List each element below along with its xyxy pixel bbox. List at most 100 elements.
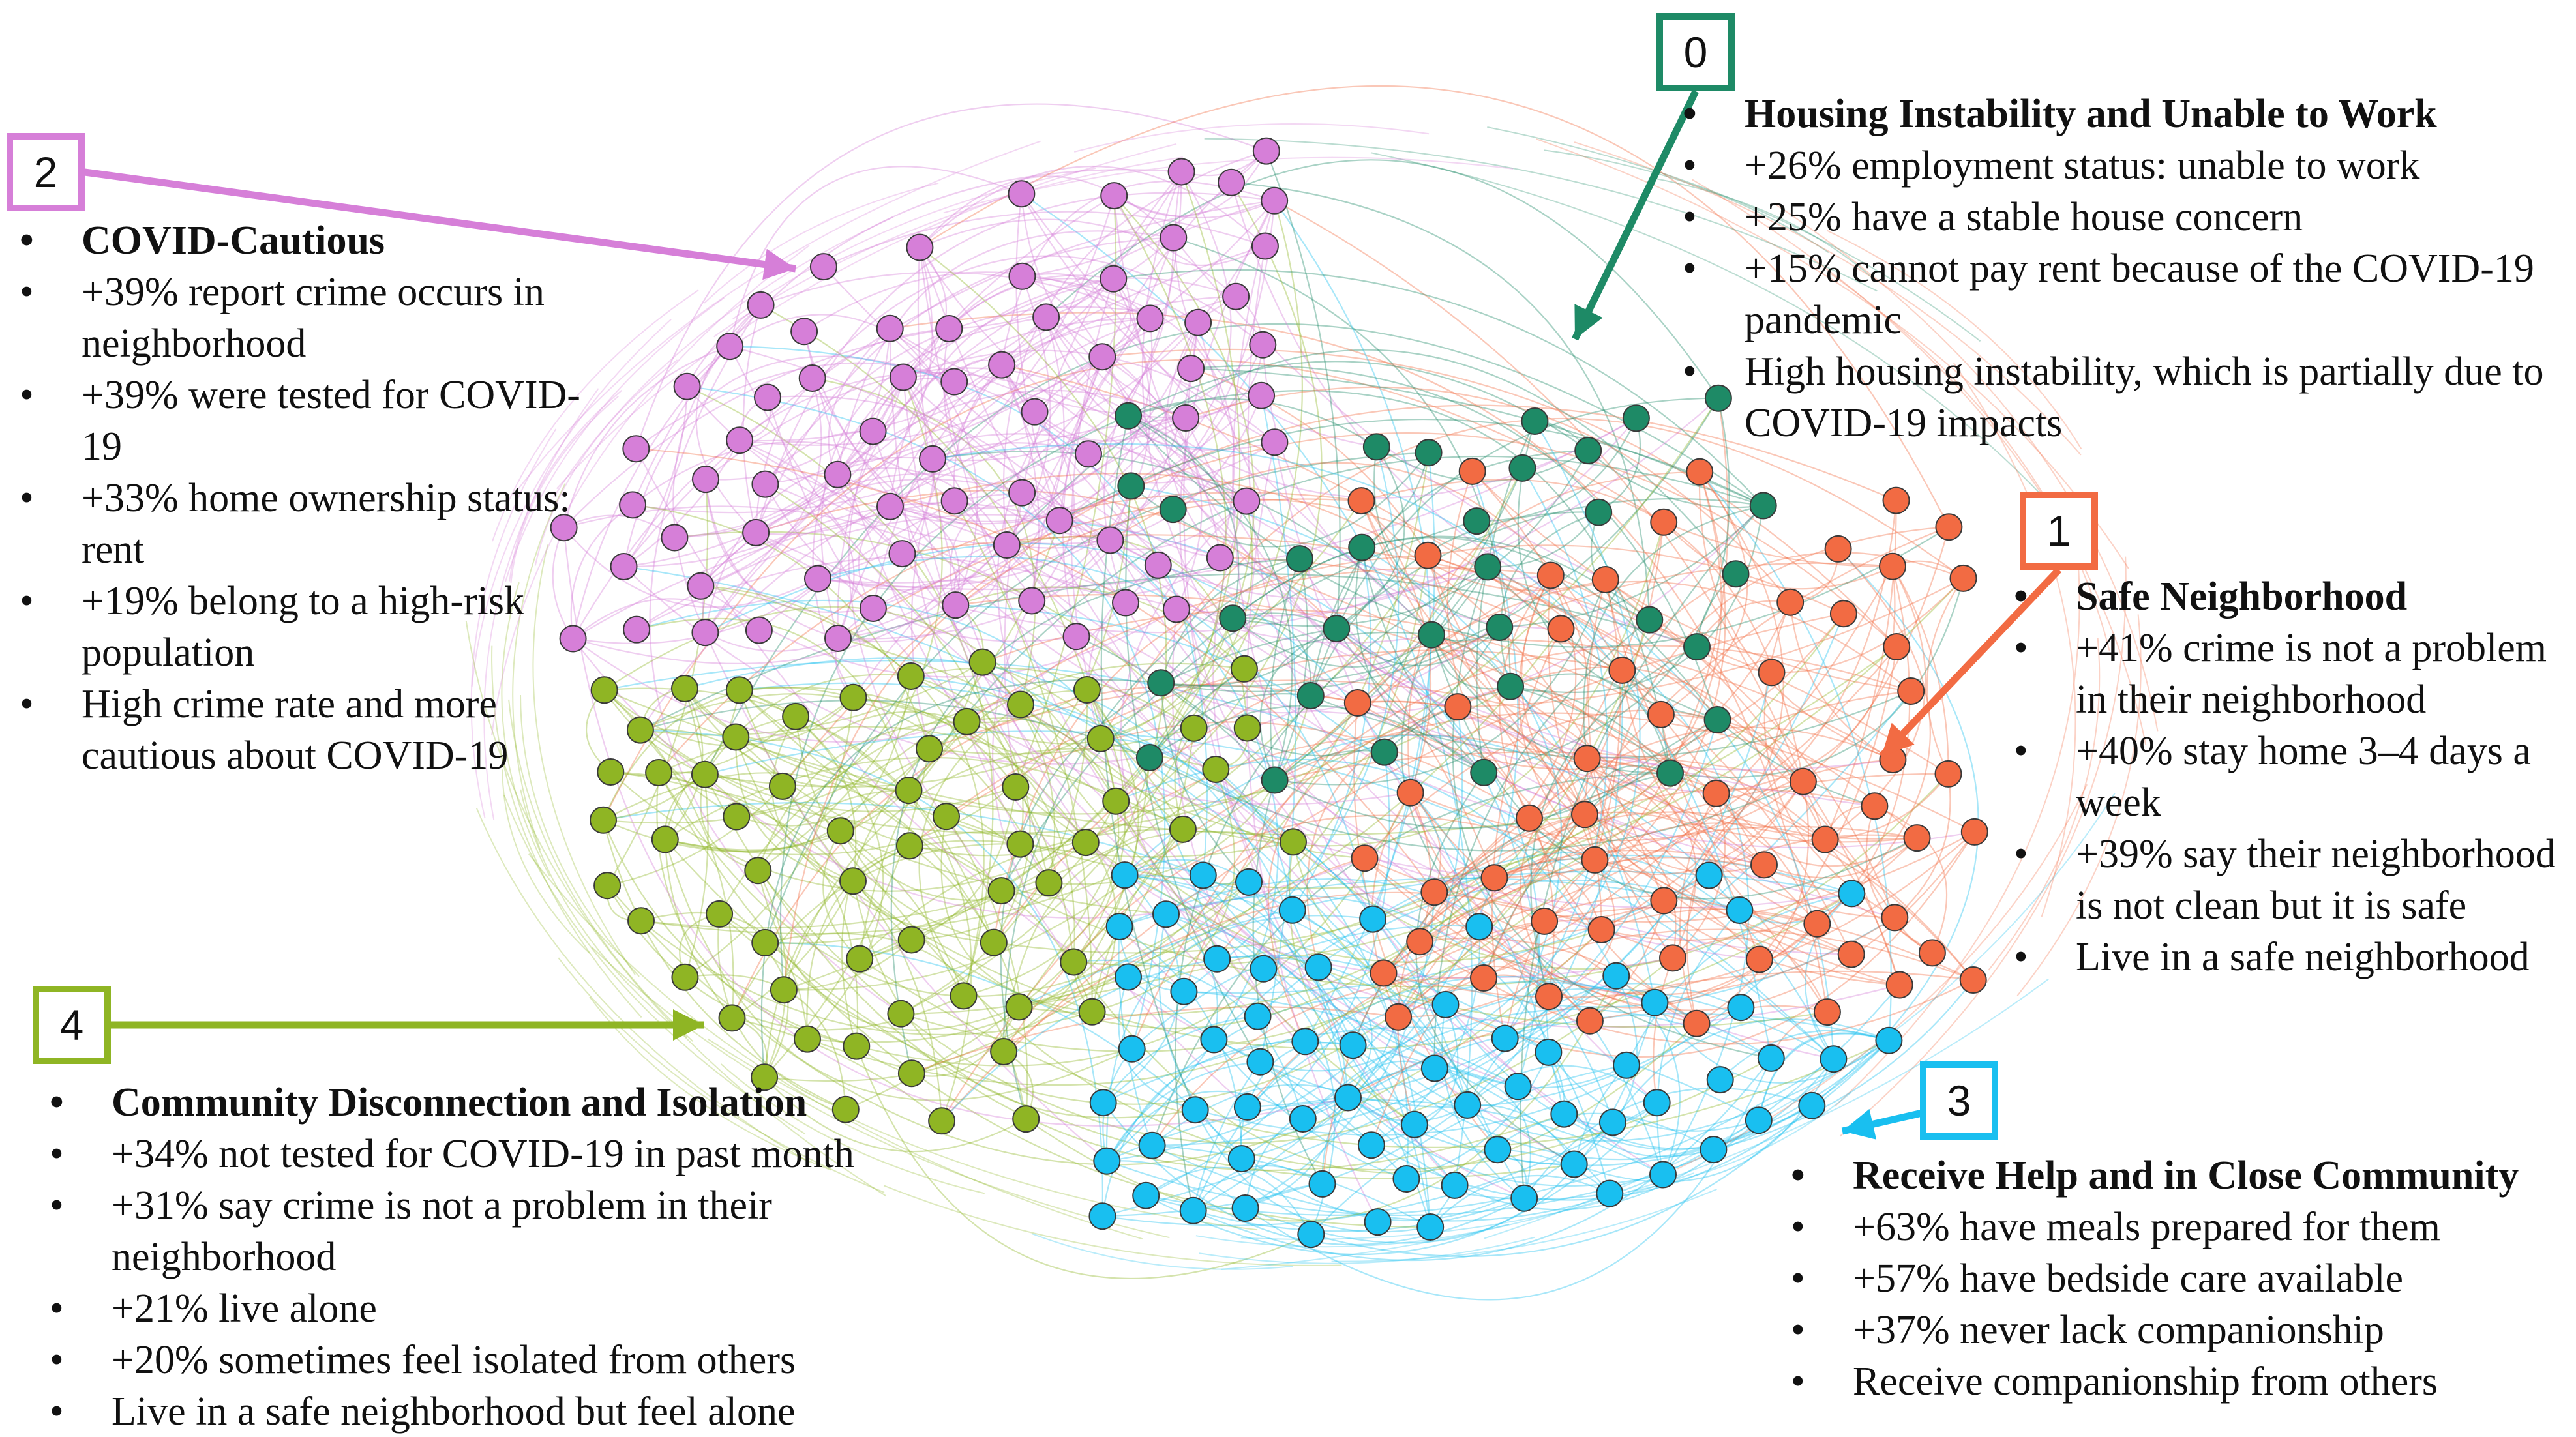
edge: [1125, 486, 1261, 1063]
edge: [684, 697, 854, 978]
node-cluster-1: [1789, 767, 1817, 795]
edge: [1267, 706, 1458, 1042]
node-cluster-3: [1231, 1194, 1259, 1222]
edge: [1021, 194, 1186, 419]
edge: [602, 687, 854, 821]
node-cluster-4: [645, 759, 673, 786]
cluster-4-arrow-head: [673, 1009, 704, 1041]
edge: [1519, 758, 1591, 1022]
node-cluster-1: [1837, 940, 1865, 968]
edge: [704, 433, 1247, 633]
edge: [1598, 418, 1641, 513]
node-cluster-2: [619, 491, 647, 519]
cluster-3-arrow-head: [1842, 1108, 1877, 1140]
edge: [607, 786, 783, 887]
edge: [1406, 1052, 1550, 1180]
edge: [859, 828, 1183, 960]
node-cluster-2: [691, 619, 719, 647]
cluster-1-arrow-head: [1881, 722, 1915, 756]
edge: [640, 700, 1150, 759]
node-cluster-2: [940, 487, 968, 515]
node-cluster-4: [895, 777, 923, 805]
edge: [1006, 395, 1263, 549]
edge: [828, 327, 903, 554]
edge: [1586, 758, 1765, 873]
cluster-1-bullet: +40% stay home 3–4 days a week: [2014, 726, 2575, 829]
edge: [1431, 634, 1511, 690]
node-cluster-0: [1574, 437, 1602, 464]
edge: [1103, 1026, 1760, 1121]
edge: [1398, 965, 1591, 1022]
node-cluster-3: [1757, 1044, 1785, 1072]
edge: [903, 278, 1114, 378]
edge: [1045, 316, 1221, 558]
node-cluster-3: [1726, 896, 1754, 924]
cluster-2-badge: 2: [7, 133, 85, 211]
edge: [1361, 452, 1430, 548]
node-cluster-1: [1370, 959, 1398, 987]
edge: [1321, 849, 1765, 1185]
edge: [1373, 447, 1500, 629]
cluster-1-bullet: +39% say their neighborhood is not clean…: [2014, 829, 2575, 932]
edge: [1574, 975, 1638, 1165]
edge: [1073, 689, 1139, 963]
edge: [1160, 683, 1250, 883]
edge: [739, 689, 1294, 858]
node-cluster-1: [1516, 804, 1543, 832]
edge: [932, 442, 1089, 460]
edge: [1203, 874, 1349, 1098]
cluster-1-title: Safe Neighborhood: [2014, 571, 2575, 623]
edge: [1015, 786, 1117, 1013]
edge: [918, 704, 1021, 996]
edge: [1106, 1099, 1664, 1176]
edge: [684, 657, 1349, 1098]
edge: [1021, 193, 1765, 866]
edge: [1317, 966, 1431, 1228]
edge: [1384, 689, 1671, 774]
edge: [1415, 772, 1575, 1165]
edge: [1160, 627, 1501, 757]
node-cluster-3: [1289, 1105, 1317, 1133]
edge: [702, 531, 756, 633]
node-cluster-0: [1117, 472, 1145, 500]
edge: [1336, 446, 1405, 630]
edge: [1192, 1061, 1261, 1211]
edge: [1530, 646, 1698, 997]
node-cluster-3: [1491, 1024, 1519, 1052]
hull-edge: [732, 168, 1096, 320]
node-cluster-0: [1656, 759, 1684, 787]
node-cluster-1: [1935, 513, 1963, 541]
edge: [764, 452, 1429, 943]
node-cluster-0: [1486, 614, 1514, 641]
edge: [890, 558, 1300, 1074]
edge: [1184, 874, 1710, 994]
node-cluster-3: [1339, 1031, 1367, 1059]
edge: [765, 483, 855, 639]
edge: [739, 689, 1673, 988]
edge: [704, 632, 839, 652]
node-cluster-1: [1829, 600, 1857, 628]
edge: [731, 684, 1358, 1018]
edge: [873, 171, 1182, 610]
edge: [783, 171, 1241, 991]
edge: [604, 660, 1835, 1059]
edge: [1605, 579, 1900, 985]
edge: [1220, 557, 1852, 955]
edge: [1197, 322, 1765, 866]
edge: [1589, 900, 1665, 1022]
node-cluster-0: [1508, 454, 1536, 482]
node-cluster-4: [1071, 829, 1100, 857]
edge: [1006, 417, 1637, 617]
edge: [1467, 1104, 1575, 1165]
edge: [910, 675, 1024, 844]
edge: [1372, 452, 1435, 919]
edge: [1292, 909, 1895, 1008]
node-cluster-1: [1879, 552, 1906, 580]
edge: [740, 278, 1115, 442]
edge: [1621, 552, 1964, 671]
edge: [1006, 544, 1221, 596]
edge: [1699, 471, 1892, 1041]
node-cluster-1: [1811, 825, 1839, 853]
node-cluster-1: [1959, 966, 1987, 994]
edge: [1193, 471, 1519, 1211]
